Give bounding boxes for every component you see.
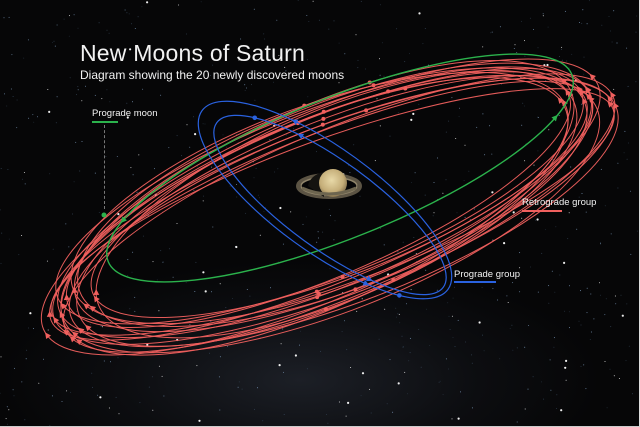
saturn-icon	[296, 169, 362, 199]
prograde-moon-orbit	[101, 53, 574, 283]
prograde-moon-underline	[92, 121, 118, 123]
prograde-moon-pointer-line	[104, 125, 105, 209]
page-subtitle: Diagram showing the 20 newly discovered …	[80, 68, 345, 82]
page-title: New Moons of Saturn	[80, 40, 305, 66]
prograde-group-underline	[454, 281, 496, 283]
prograde-group-label: Prograde group	[454, 269, 521, 280]
retrograde-group-underline	[522, 210, 562, 212]
prograde-moon-label: Prograde moon	[92, 108, 158, 119]
prograde-group-orbits	[197, 100, 453, 300]
retrograde-group-label: Retrograde group	[522, 197, 597, 208]
